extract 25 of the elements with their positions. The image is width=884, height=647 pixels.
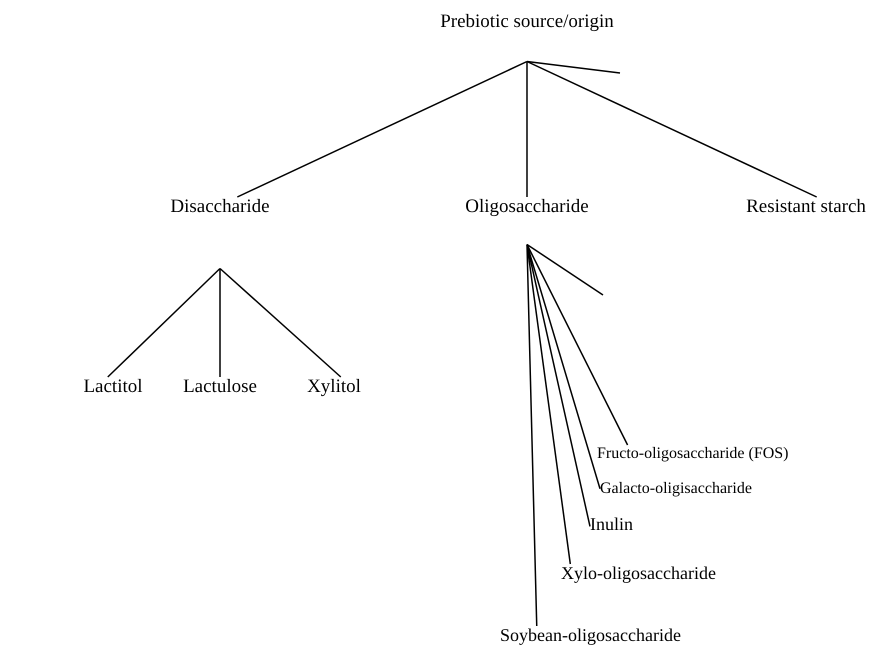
connector-line — [220, 268, 342, 378]
category-label: Lactitol — [83, 377, 143, 398]
category-label: Lactulose — [183, 377, 257, 398]
connector-line — [526, 244, 601, 489]
category-label: Oligosaccharide — [465, 197, 589, 218]
connector-line — [526, 60, 817, 198]
category-label: Soybean-oligosaccharide — [500, 626, 681, 646]
connector-line — [526, 244, 591, 527]
connector-line — [107, 268, 221, 378]
category-label: Galacto-oligisaccharide — [600, 480, 752, 498]
category-label: Disaccharide — [170, 197, 270, 218]
category-label: Fructo-oligosaccharide (FOS) — [597, 445, 789, 463]
connector-line — [219, 268, 221, 377]
category-label: Xylo-oligosaccharide — [561, 564, 716, 584]
connector-line — [526, 62, 528, 197]
category-label: Xylitol — [307, 377, 361, 398]
category-label: Prebiotic source/origin — [440, 12, 614, 33]
connector-line — [526, 244, 628, 446]
connector-line — [526, 244, 572, 564]
category-label: Resistant starch — [746, 197, 866, 218]
connector-line — [526, 244, 604, 296]
category-label: Inulin — [590, 515, 633, 535]
connector-line — [526, 60, 620, 74]
connector-line — [237, 60, 528, 198]
connector-line — [526, 244, 538, 626]
